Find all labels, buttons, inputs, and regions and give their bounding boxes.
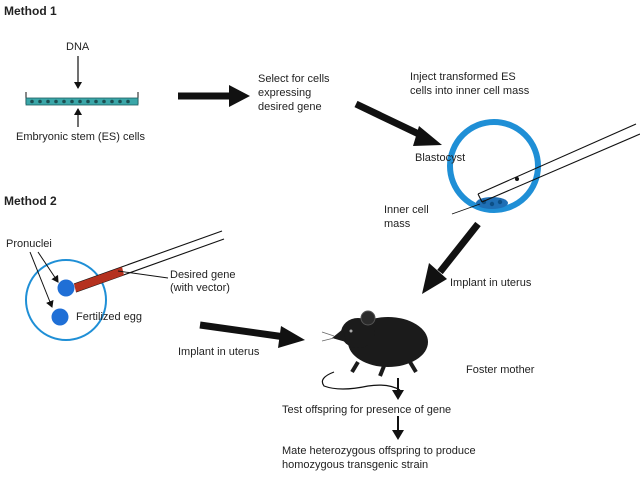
test-offspring-label: Test offspring for presence of gene bbox=[282, 404, 452, 416]
arrow-egg-to-mouse bbox=[199, 321, 305, 348]
es-cell-plate bbox=[25, 92, 139, 106]
mouse-illustration bbox=[321, 310, 428, 391]
mate-offspring-line2: homozygous transgenic strain bbox=[282, 459, 429, 471]
pronucleus-upper bbox=[57, 279, 75, 297]
with-vector-label: (with vector) bbox=[170, 282, 230, 294]
gene-pipette bbox=[73, 230, 225, 293]
arrow-blastocyst-to-mouse bbox=[422, 221, 481, 294]
inject-label: Inject transformed ES cells into inner c… bbox=[410, 71, 530, 97]
fertilized-egg-label: Fertilized egg bbox=[76, 311, 143, 323]
pronuclei-pointer-2 bbox=[29, 251, 54, 308]
inner-cell-mass-label: Inner cell mass bbox=[384, 204, 429, 230]
foster-mother-label: Foster mother bbox=[466, 364, 535, 376]
inner-cell-mass-pointer bbox=[451, 203, 481, 215]
pronuclei-pointer-1 bbox=[37, 251, 59, 283]
desired-gene-label: Desired gene bbox=[170, 269, 236, 281]
desired-gene-pointer bbox=[117, 270, 169, 279]
pronuclei-label: Pronuclei bbox=[6, 238, 52, 250]
method1-heading: Method 1 bbox=[4, 4, 57, 18]
method2-heading: Method 2 bbox=[4, 194, 57, 208]
pronucleus-lower bbox=[51, 308, 69, 326]
select-label: Select for cells expressing desired gene bbox=[258, 73, 330, 113]
arrow-plate-to-select bbox=[178, 85, 250, 107]
fertilized-egg bbox=[25, 259, 107, 341]
implant-right-label: Implant in uterus bbox=[450, 277, 532, 289]
dna-label: DNA bbox=[66, 41, 90, 53]
mate-offspring-line1: Mate heterozygous offspring to produce bbox=[282, 445, 476, 457]
arrow-select-to-blastocyst bbox=[354, 100, 442, 146]
arrow-mouse-to-test bbox=[392, 378, 404, 400]
arrow-test-to-mate bbox=[392, 416, 404, 440]
implant-left-label: Implant in uterus bbox=[178, 346, 260, 358]
injection-pipette bbox=[477, 123, 640, 203]
blastocyst-label: Blastocyst bbox=[415, 152, 466, 164]
es-cells-label: Embryonic stem (ES) cells bbox=[16, 131, 145, 143]
mouse-ear bbox=[360, 310, 376, 326]
blastocyst bbox=[447, 119, 541, 213]
